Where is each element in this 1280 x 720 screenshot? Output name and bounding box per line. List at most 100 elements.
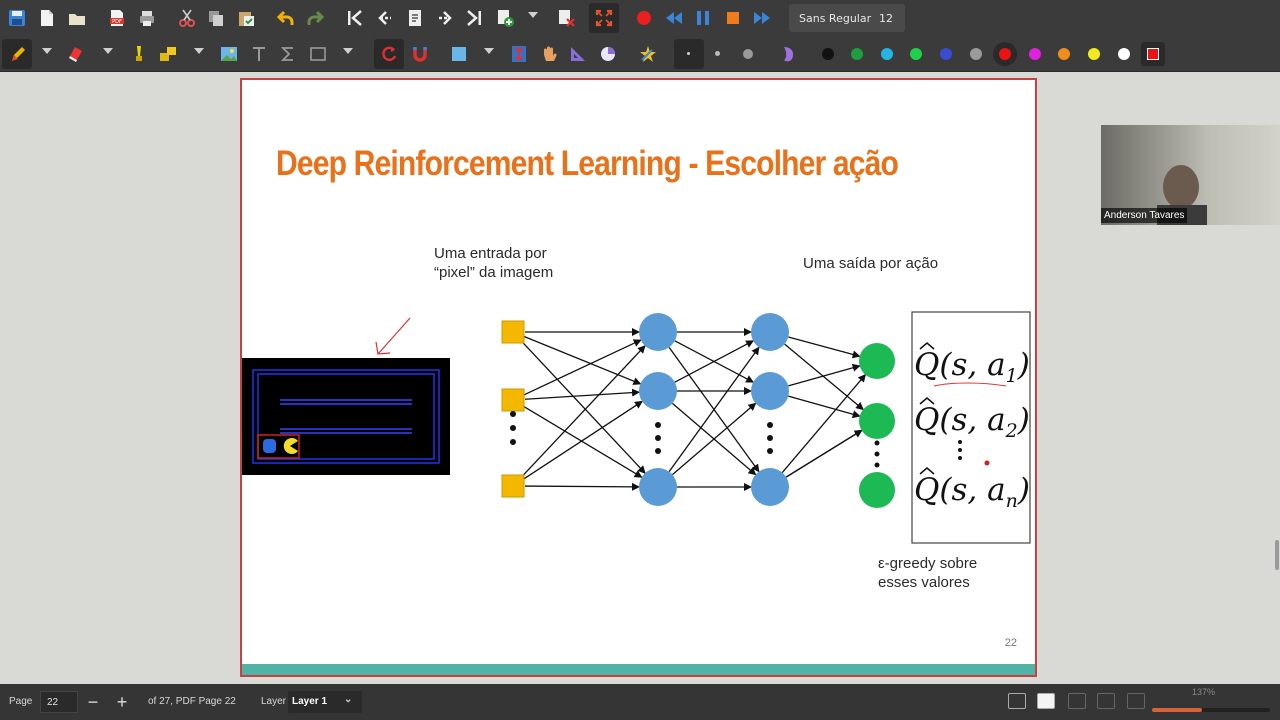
thin-stroke-icon[interactable]	[687, 52, 690, 55]
select-dropdown-icon[interactable]	[343, 48, 353, 54]
hidden-node-layer2	[751, 468, 789, 506]
pen-dropdown-icon[interactable]	[42, 48, 52, 54]
add-page-dropdown-icon[interactable]	[528, 12, 538, 18]
latex-icon[interactable]	[277, 43, 299, 65]
color-swatch-7[interactable]	[1029, 48, 1041, 60]
pen-icon[interactable]	[6, 43, 28, 65]
color-swatch-3[interactable]	[910, 48, 922, 60]
current-color-swatch[interactable]	[1141, 42, 1165, 66]
open-folder-icon[interactable]	[66, 7, 88, 29]
shape-recognizer-toggle[interactable]	[374, 39, 404, 69]
fill-color-icon[interactable]	[448, 43, 470, 65]
eraser-dropdown-icon[interactable]	[103, 48, 113, 54]
first-page-icon[interactable]	[344, 7, 366, 29]
color-swatch-0[interactable]	[822, 48, 834, 60]
previous-page-icon[interactable]	[374, 7, 396, 29]
eraser-icon[interactable]	[66, 43, 88, 65]
single-page-view-icon[interactable]	[1037, 693, 1055, 709]
slide-page[interactable]: Deep Reinforcement Learning - Escolher a…	[240, 78, 1037, 677]
add-page-icon[interactable]	[494, 7, 516, 29]
stop-icon[interactable]	[722, 7, 744, 29]
last-page-icon[interactable]	[463, 7, 485, 29]
q-value-labels: Q(s, a1)Q(s, a2)Q(s, an)	[914, 342, 1030, 512]
network-edges	[520, 328, 866, 491]
goto-page-icon[interactable]	[404, 7, 426, 29]
fill-shape-icon[interactable]	[777, 43, 799, 65]
presentation-view-icon[interactable]	[1068, 693, 1086, 709]
color-swatch-8[interactable]	[1058, 48, 1070, 60]
record-icon[interactable]	[637, 11, 651, 25]
egreedy-line2: esses valores	[878, 574, 970, 591]
shapes-dropdown-icon[interactable]	[194, 48, 204, 54]
shape-recognizer-icon[interactable]	[378, 43, 400, 65]
fullscreen-icon[interactable]	[593, 7, 615, 29]
delete-page-icon[interactable]	[555, 7, 577, 29]
export-pdf-icon[interactable]: PDF	[106, 7, 128, 29]
fast-forward-icon[interactable]	[751, 7, 773, 29]
shapes-icon[interactable]	[157, 43, 179, 65]
color-swatch-9[interactable]	[1088, 48, 1100, 60]
page-of-label: of 27, PDF Page 22	[148, 696, 236, 707]
font-selector[interactable]: Sans Regular 12	[789, 4, 905, 32]
magnet-icon[interactable]	[409, 43, 431, 65]
highlighter-icon[interactable]	[127, 43, 149, 65]
paste-icon[interactable]	[235, 7, 257, 29]
color-swatch-4[interactable]	[940, 48, 952, 60]
redo-icon[interactable]	[304, 7, 326, 29]
input-caption-line2: “pixel” da imagem	[434, 264, 554, 281]
input-node	[501, 474, 525, 498]
hand-icon[interactable]	[538, 43, 560, 65]
default-tools-icon[interactable]	[637, 43, 659, 65]
undo-icon[interactable]	[275, 7, 297, 29]
edge-hidden2-output	[781, 373, 866, 473]
zoom-slider[interactable]	[1152, 708, 1270, 712]
egreedy-caption: ε-greedy sobre esses valores	[878, 554, 977, 592]
next-page-icon[interactable]	[434, 7, 456, 29]
new-document-icon[interactable]	[36, 7, 58, 29]
layout-view-icon[interactable]	[1127, 693, 1145, 709]
ellipsis-dots	[510, 411, 962, 468]
setsquare-icon[interactable]	[567, 43, 589, 65]
edge-input-hidden1	[524, 388, 641, 400]
q-value-label: Q(s, a2)	[914, 402, 1030, 442]
edge-hidden1-hidden2	[668, 346, 760, 472]
vertical-scrollbar[interactable]	[1275, 540, 1279, 570]
status-bar: Page 22 − + of 27, PDF Page 22 Layer Lay…	[0, 684, 1280, 720]
page-number-input[interactable]: 22	[40, 691, 78, 713]
print-icon[interactable]	[136, 7, 158, 29]
color-swatch-10[interactable]	[1118, 48, 1130, 60]
hidden-node-layer1	[639, 313, 677, 351]
grid-view-icon[interactable]	[1097, 693, 1115, 709]
participant-name: Anderson Tavares	[1101, 208, 1188, 223]
compass-icon[interactable]	[597, 43, 619, 65]
edge-input-hidden1	[520, 345, 646, 478]
color-swatch-1[interactable]	[851, 48, 863, 60]
vertical-space-icon[interactable]	[508, 43, 530, 65]
q-hat-accent	[919, 467, 935, 475]
q-values-box	[911, 311, 1031, 544]
color-swatch-6[interactable]	[999, 48, 1011, 60]
pacman-icon	[283, 438, 298, 455]
two-page-view-icon[interactable]	[1008, 693, 1026, 709]
medium-stroke-icon[interactable]	[715, 51, 720, 56]
participant-video[interactable]: Anderson Tavares	[1101, 125, 1280, 225]
select-rect-icon[interactable]	[307, 43, 329, 65]
text-tool-icon[interactable]	[248, 43, 270, 65]
thick-stroke-icon[interactable]	[743, 49, 753, 59]
fill-dropdown-icon[interactable]	[484, 48, 494, 54]
rewind-icon[interactable]	[663, 7, 685, 29]
image-icon[interactable]	[218, 43, 240, 65]
color-swatch-5[interactable]	[970, 48, 982, 60]
cut-icon[interactable]	[176, 7, 198, 29]
annotation-dot	[984, 460, 990, 466]
fullscreen-toggle[interactable]	[589, 3, 619, 33]
input-caption: Uma entrada por “pixel” da imagem	[434, 244, 553, 282]
color-swatch-2[interactable]	[881, 48, 893, 60]
output-node	[859, 472, 895, 508]
layer-selector[interactable]: Layer 1 ⌄	[288, 691, 362, 713]
save-icon[interactable]	[6, 7, 28, 29]
pause-icon[interactable]	[692, 7, 714, 29]
page-decrement-button[interactable]: −	[87, 691, 99, 712]
copy-icon[interactable]	[205, 7, 227, 29]
page-increment-button[interactable]: +	[116, 691, 128, 712]
